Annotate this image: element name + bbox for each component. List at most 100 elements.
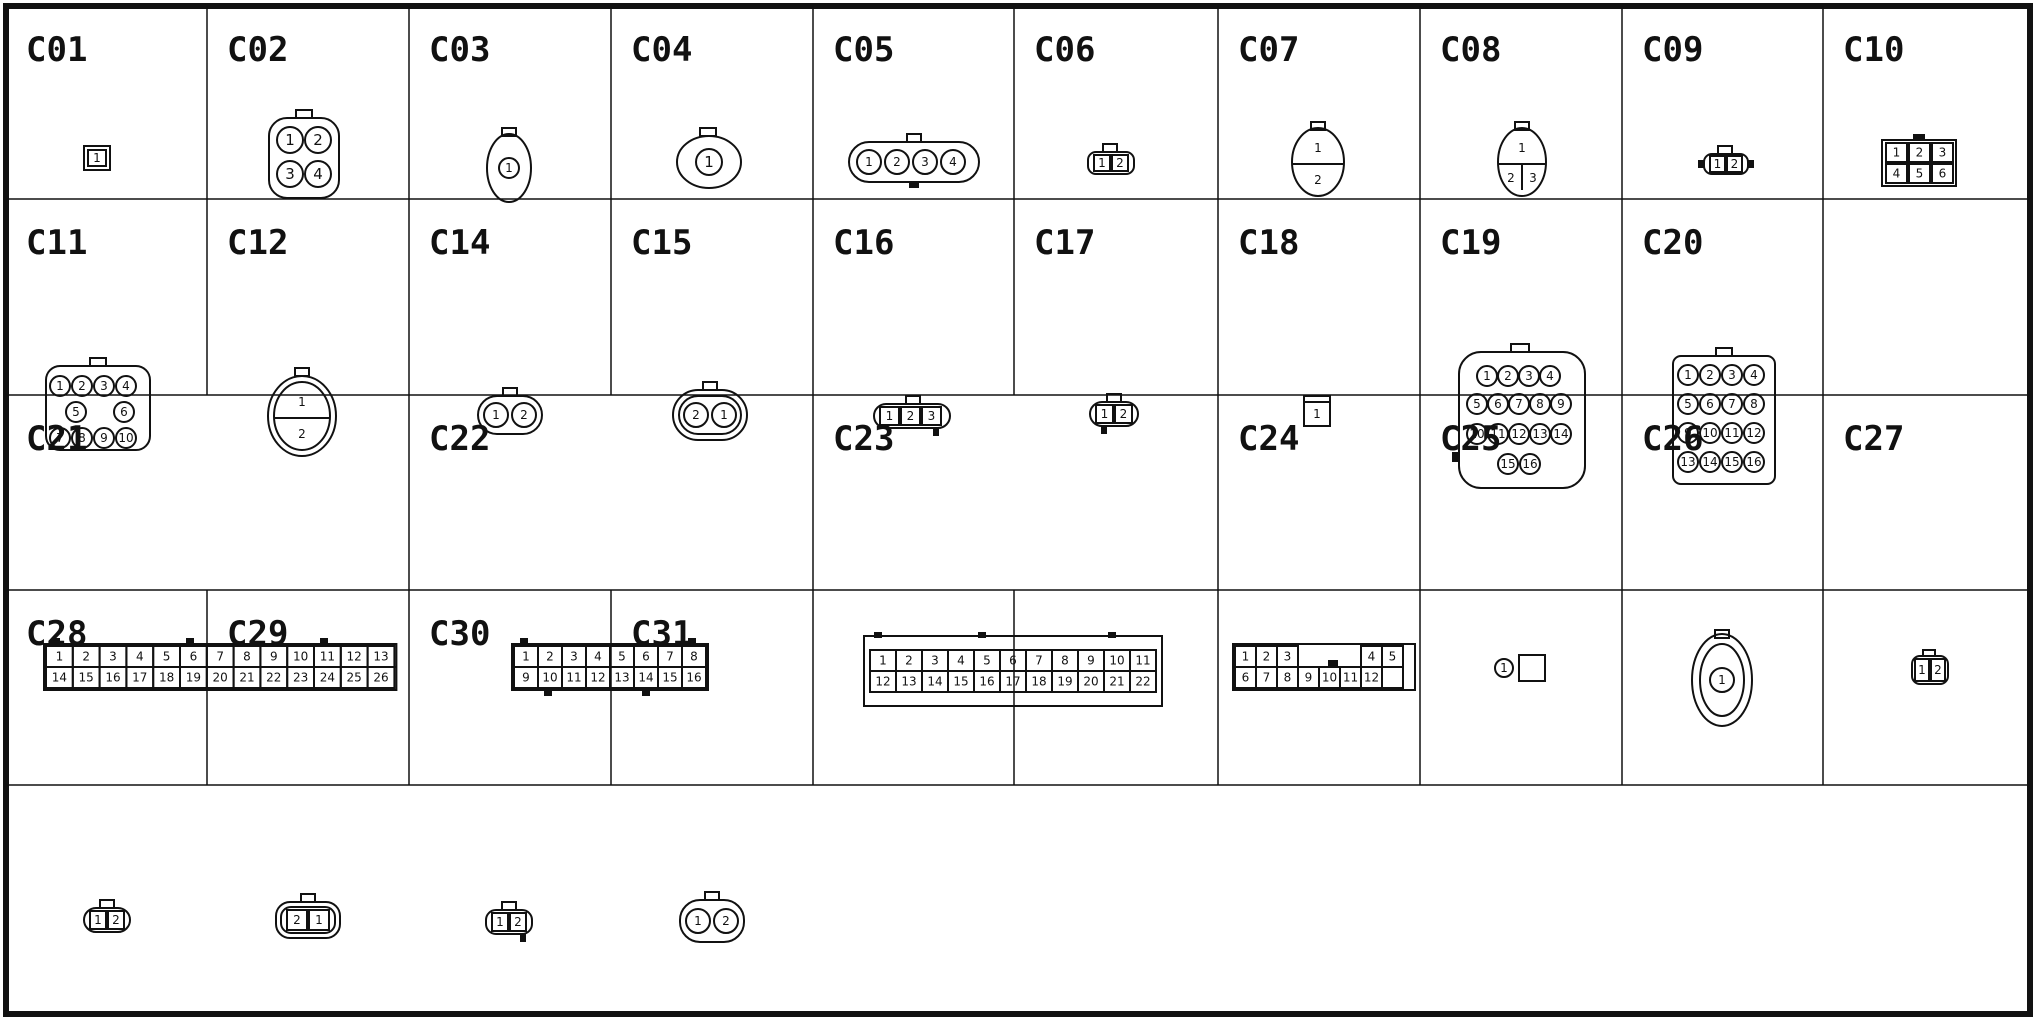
latch-tab [520, 638, 528, 644]
pin-number: 1 [93, 151, 101, 165]
pin-number: 13 [901, 675, 916, 689]
pin-number: 1 [1101, 407, 1109, 421]
latch-tab [320, 638, 328, 644]
pin-circle [71, 427, 93, 449]
pin-number: 15 [1500, 457, 1515, 471]
housing [267, 375, 337, 457]
pin-number: 3 [100, 379, 108, 393]
pin-number: 14 [638, 671, 653, 685]
pin-circle [65, 401, 87, 423]
pin-number: 18 [159, 671, 174, 685]
pin-number: 1 [1893, 146, 1901, 160]
latch-tab [906, 133, 922, 143]
pin-number: 10 [1702, 426, 1717, 440]
latch-tab [294, 367, 310, 377]
pin-number: 4 [594, 650, 602, 664]
pin-number: 13 [373, 650, 388, 664]
housing [1291, 127, 1345, 197]
housing [511, 643, 709, 691]
latch-tab [1108, 632, 1116, 638]
pin-number: 5 [1684, 397, 1692, 411]
latch-tab [295, 109, 313, 119]
latch-tab [702, 381, 718, 391]
pin-number: 7 [1035, 654, 1043, 668]
pin-number: 6 [1939, 167, 1947, 181]
pin-number: 1 [1313, 407, 1321, 421]
pin-number: 20 [213, 671, 228, 685]
pin-circle [1699, 393, 1721, 415]
latch-tab [642, 690, 650, 696]
pin-number: 8 [1536, 397, 1544, 411]
connector-label: C29 [227, 614, 288, 654]
pin-circle [276, 126, 304, 154]
pin-circle [49, 427, 71, 449]
pin-number: 1 [1918, 663, 1926, 677]
latch-tab [89, 357, 107, 367]
pin-number: 11 [1490, 427, 1505, 441]
pin-number: 9 [1087, 654, 1095, 668]
latch-tab [909, 182, 919, 188]
connector-label: C14 [429, 223, 490, 263]
latch-tab [52, 638, 60, 644]
pin-box [1095, 404, 1114, 424]
pin-number: 19 [186, 671, 201, 685]
pin-number: 3 [921, 155, 929, 169]
pin-number: 14 [927, 675, 942, 689]
pin-number: 14 [52, 671, 67, 685]
pin-box [1093, 154, 1111, 172]
pin-number: 1 [56, 379, 64, 393]
pin-number: 12 [347, 650, 362, 664]
pin-number: 16 [1746, 455, 1761, 469]
pin-number: 2 [78, 379, 86, 393]
pin-number: 1 [1314, 141, 1322, 155]
pin-circle [683, 402, 709, 428]
pin-number: 4 [313, 165, 323, 183]
pin-box [1931, 142, 1954, 163]
pin-box [1726, 155, 1743, 173]
housing [43, 643, 398, 691]
pin-number: 16 [686, 671, 701, 685]
pin-number: 3 [285, 165, 295, 183]
pin-number: 1 [1242, 650, 1250, 664]
pin-number: 8 [1061, 654, 1069, 668]
pin-number: 4 [122, 379, 130, 393]
pin-number: 3 [1284, 650, 1292, 664]
pin-circle [115, 427, 137, 449]
pin-number: 2 [692, 408, 700, 422]
pin-number: 3 [570, 650, 578, 664]
pin-number: 6 [1242, 671, 1250, 685]
housing [1232, 643, 1416, 691]
latch-tab [300, 893, 316, 903]
connector-label: C15 [631, 223, 692, 263]
pin-box [1381, 666, 1404, 689]
connector-label: C28 [26, 614, 87, 654]
pin-number: 1 [865, 155, 873, 169]
pin-number: 2 [514, 915, 522, 929]
pin-circle [49, 375, 71, 397]
housing [1518, 654, 1546, 682]
pin-number: 2 [1731, 157, 1739, 171]
pin-box [1129, 670, 1157, 693]
pin-number: 6 [1009, 654, 1017, 668]
pin-number: 11 [1135, 654, 1150, 668]
connector-label: C02 [227, 30, 288, 70]
pin-circle [1497, 453, 1519, 475]
housing [1303, 395, 1331, 427]
pin-number: 6 [190, 650, 198, 664]
pin-number: 2 [1263, 650, 1271, 664]
pin-number: 9 [270, 650, 278, 664]
latch-tab [1913, 134, 1925, 140]
pin-circle [1709, 667, 1735, 693]
pin-number: 8 [690, 650, 698, 664]
pin-number: 3 [1728, 368, 1736, 382]
inner-housing [273, 381, 331, 451]
pin-number: 15 [1724, 455, 1739, 469]
connector-label: C21 [26, 419, 87, 459]
pin-number: 1 [1098, 156, 1106, 170]
